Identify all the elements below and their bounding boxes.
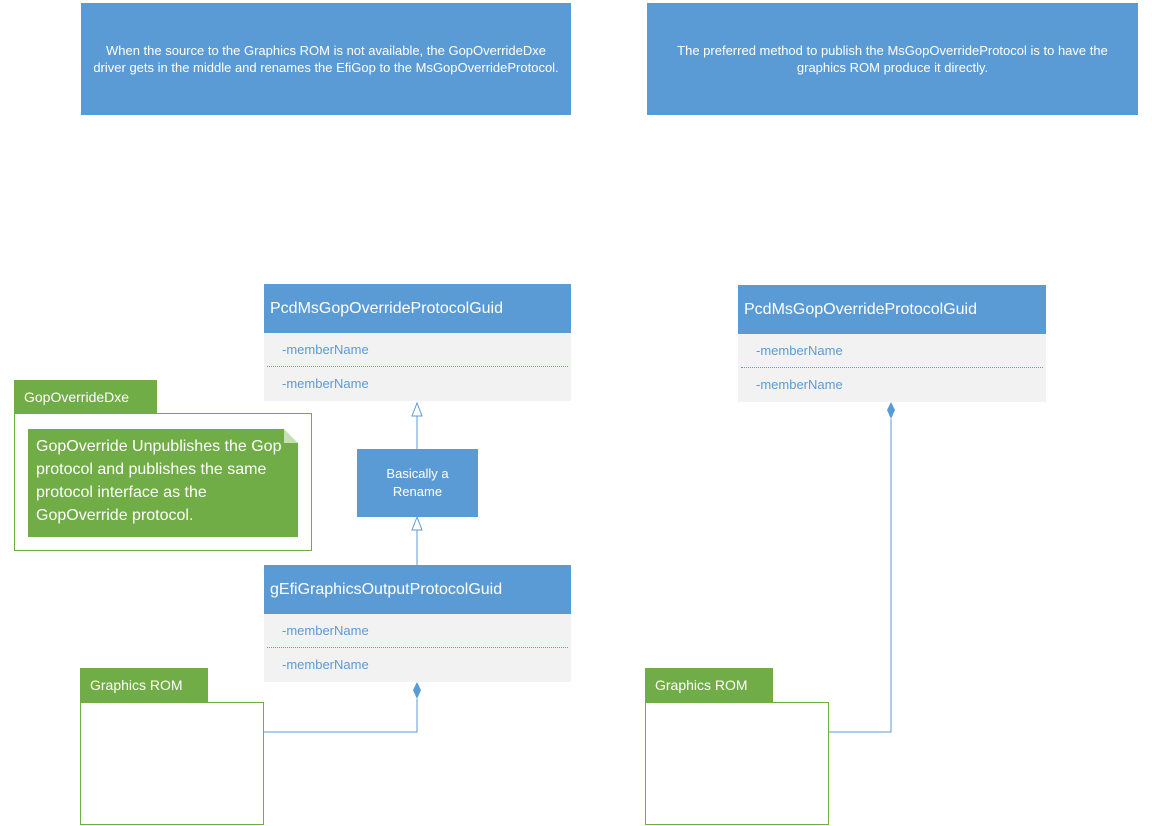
member-separator <box>267 366 568 367</box>
class-header: gEfiGraphicsOutputProtocolGuid <box>264 565 571 614</box>
note-fold-corner <box>284 429 298 443</box>
composition-line-right <box>829 419 892 733</box>
class-member: -memberName <box>756 343 843 358</box>
class-gefi-graphics-output: gEfiGraphicsOutputProtocolGuid -memberNa… <box>264 565 571 682</box>
composition-line-left <box>264 699 418 733</box>
note-left: When the source to the Graphics ROM is n… <box>81 3 571 115</box>
class-pcd-ms-gop-override-right: PcdMsGopOverrideProtocolGuid -memberName… <box>738 285 1046 402</box>
note-right-text: The preferred method to publish the MsGo… <box>677 43 1108 75</box>
package-graphics-rom-right <box>645 702 829 825</box>
rename-text: Basically a Rename <box>386 466 449 499</box>
class-member: -memberName <box>282 376 369 391</box>
class-pcd-ms-gop-override-left: PcdMsGopOverrideProtocolGuid -memberName… <box>264 284 571 401</box>
package-title: GopOverrideDxe <box>24 388 130 405</box>
rename-box: Basically a Rename <box>357 449 478 517</box>
package-graphics-rom-left <box>80 702 264 825</box>
member-separator <box>267 647 568 648</box>
class-member: -memberName <box>282 657 369 672</box>
note-right: The preferred method to publish the MsGo… <box>647 3 1138 115</box>
class-member: -memberName <box>282 342 369 357</box>
class-header: PcdMsGopOverrideProtocolGuid <box>738 285 1046 334</box>
class-member: -memberName <box>282 623 369 638</box>
member-separator <box>741 367 1043 368</box>
class-member: -memberName <box>756 377 843 392</box>
package-graphics-rom-left-tab: Graphics ROM <box>80 668 208 702</box>
composition-diamond-left <box>413 682 421 699</box>
composition-diamond-right <box>887 402 895 419</box>
gop-override-note-text: GopOverride Unpublishes the Gop protocol… <box>36 438 282 524</box>
package-gop-override-dxe-tab: GopOverrideDxe <box>14 380 157 413</box>
package-title: Graphics ROM <box>90 677 183 693</box>
note-left-text: When the source to the Graphics ROM is n… <box>93 43 559 75</box>
gop-override-note: GopOverride Unpublishes the Gop protocol… <box>28 429 298 537</box>
package-title: Graphics ROM <box>655 677 748 693</box>
generalization-arrow-top <box>411 401 423 417</box>
generalization-arrow-bottom <box>411 515 423 531</box>
class-header: PcdMsGopOverrideProtocolGuid <box>264 284 571 333</box>
package-graphics-rom-right-tab: Graphics ROM <box>645 668 773 702</box>
